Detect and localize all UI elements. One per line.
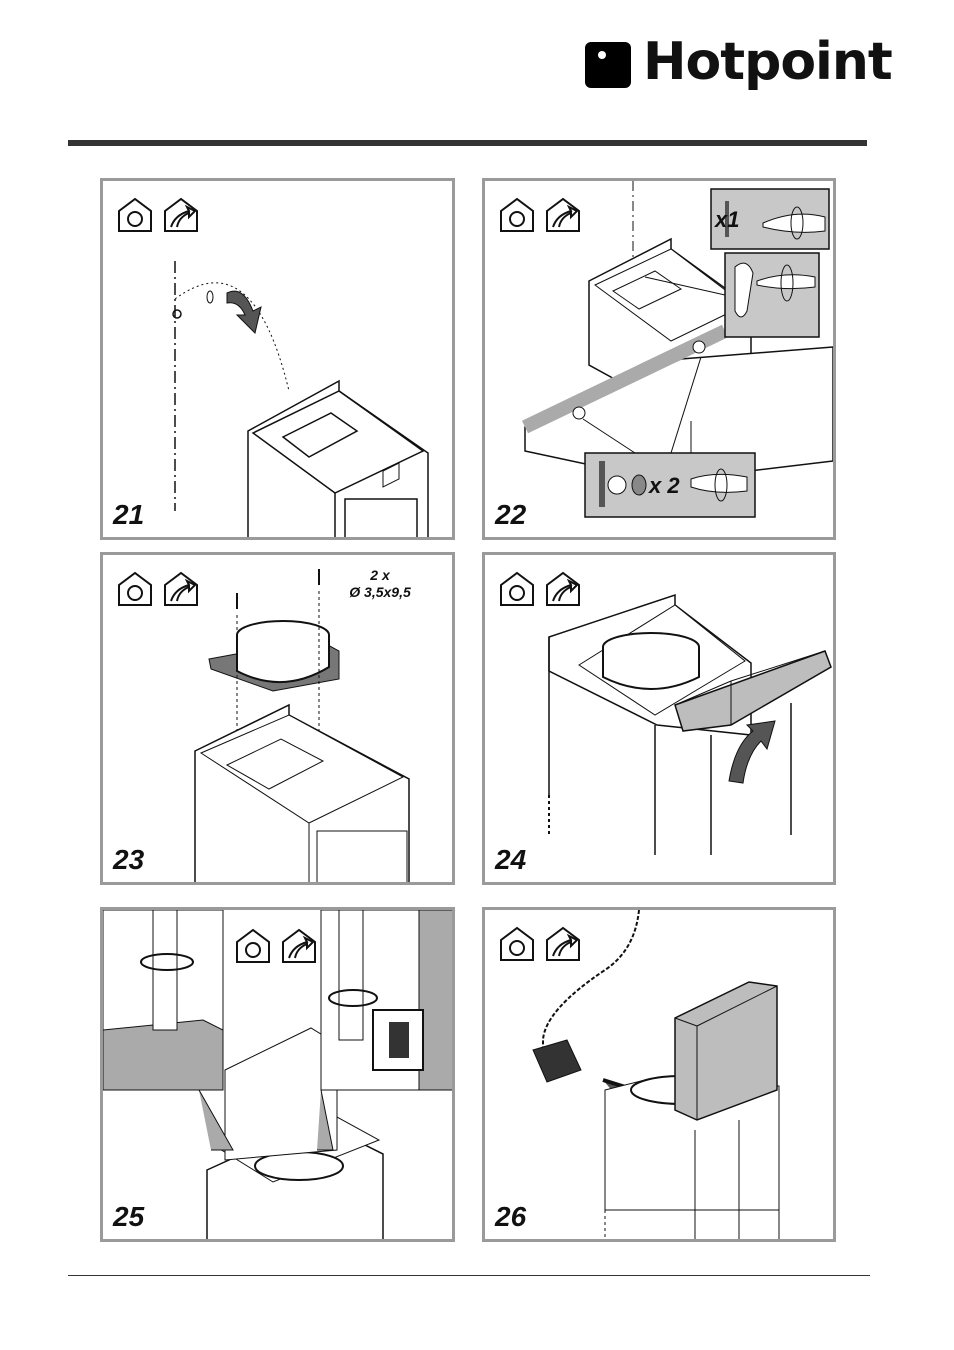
house-icons — [119, 573, 197, 605]
header-rule — [68, 140, 867, 146]
brand-logo: Hotpoint — [585, 38, 875, 98]
step-number: 21 — [113, 499, 144, 531]
house-icons — [237, 930, 315, 962]
step-number: 23 — [113, 844, 144, 876]
house-icons — [501, 573, 579, 605]
panel-step-25: 25 — [100, 907, 455, 1242]
step-number: 26 — [495, 1201, 526, 1233]
panel-step-23: 2 x Ø 3,5x9,5 23 — [100, 552, 455, 885]
panel-step-21: 21 — [100, 178, 455, 540]
footer-rule — [68, 1275, 870, 1276]
brand-name: Hotpoint — [643, 32, 892, 92]
step-number: 22 — [495, 499, 526, 531]
house-icons — [501, 928, 579, 960]
callout-screw-count: x1 — [715, 207, 739, 233]
illustration-25 — [103, 910, 455, 1242]
screw-count: 2 x — [335, 567, 425, 584]
panel-step-24: 24 — [482, 552, 836, 885]
panel-step-22: x1 x 2 22 — [482, 178, 836, 540]
screw-size: Ø 3,5x9,5 — [335, 584, 425, 601]
step-number: 25 — [113, 1201, 144, 1233]
illustration-26 — [485, 910, 836, 1242]
illustration-23 — [103, 555, 455, 885]
step-number: 24 — [495, 844, 526, 876]
house-icons — [501, 199, 579, 231]
panel-step-26: 26 — [482, 907, 836, 1242]
house-icons — [119, 199, 197, 231]
illustration-24 — [485, 555, 836, 885]
logo-mark-icon — [585, 42, 631, 88]
callout-washer-count: x 2 — [649, 473, 680, 499]
illustration-21 — [103, 181, 455, 540]
screw-spec: 2 x Ø 3,5x9,5 — [335, 567, 425, 601]
